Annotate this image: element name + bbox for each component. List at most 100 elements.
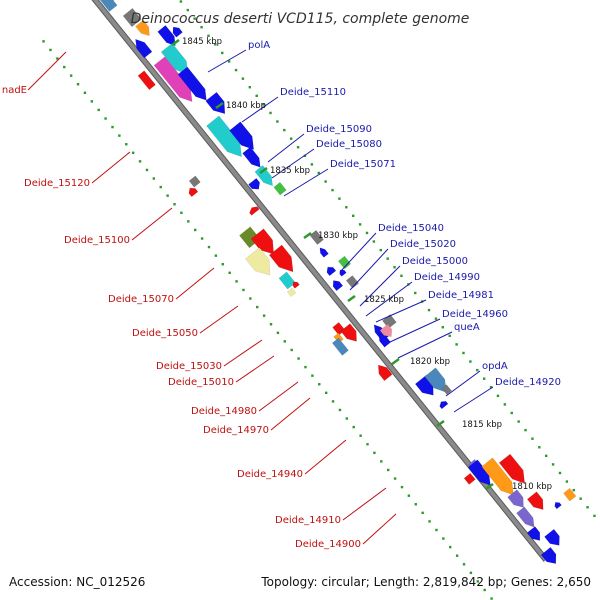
gene-arrow[interactable] bbox=[250, 228, 274, 255]
gene-arrow[interactable] bbox=[481, 457, 514, 496]
gene-arrow[interactable] bbox=[122, 7, 142, 28]
gene-label[interactable]: Deide_14981 bbox=[428, 290, 494, 301]
tick-dot-inner bbox=[338, 408, 342, 412]
gene-arrow[interactable] bbox=[278, 271, 296, 290]
gene-arrow[interactable] bbox=[135, 19, 150, 37]
tick-dot-inner bbox=[442, 537, 445, 540]
gene-arrow[interactable] bbox=[319, 247, 329, 258]
gene-arrow[interactable] bbox=[273, 181, 287, 196]
leader-line-red bbox=[27, 51, 67, 91]
gene-arrow[interactable] bbox=[286, 287, 297, 297]
gene-label[interactable]: Deide_14980 bbox=[191, 406, 257, 417]
gene-label[interactable]: Deide_15020 bbox=[390, 239, 456, 250]
gene-arrow[interactable] bbox=[337, 255, 352, 270]
gene-arrow[interactable] bbox=[526, 491, 544, 510]
tick-dot-inner bbox=[359, 434, 362, 437]
gene-arrow[interactable] bbox=[205, 91, 226, 115]
tick-dot-inner bbox=[214, 254, 218, 257]
gene-arrow[interactable] bbox=[441, 384, 452, 395]
gene-label[interactable]: Deide_15080 bbox=[316, 139, 382, 150]
gene-arrow[interactable] bbox=[507, 489, 524, 508]
gene-arrow[interactable] bbox=[424, 367, 447, 393]
tick-dot-inner bbox=[290, 348, 293, 352]
gene-label[interactable]: Deide_15070 bbox=[108, 294, 174, 305]
tick-dot-inner bbox=[49, 48, 52, 52]
gene-arrow[interactable] bbox=[309, 229, 324, 245]
gene-label[interactable]: Deide_15040 bbox=[378, 223, 444, 234]
gene-label[interactable]: Deide_15030 bbox=[156, 361, 222, 372]
gene-label[interactable]: Deide_14910 bbox=[275, 515, 341, 526]
kbp-tick-mark bbox=[259, 166, 268, 175]
gene-arrow[interactable] bbox=[248, 177, 260, 190]
tick-dot-inner bbox=[104, 117, 107, 120]
gene-arrow[interactable] bbox=[378, 333, 392, 348]
gene-arrow[interactable] bbox=[439, 401, 449, 410]
gene-label[interactable]: Deide_15010 bbox=[168, 377, 234, 388]
gene-label[interactable]: Deide_15050 bbox=[132, 328, 198, 339]
gene-arrow[interactable] bbox=[229, 121, 254, 150]
gene-arrow[interactable] bbox=[554, 502, 562, 510]
tick-dot-inner bbox=[283, 340, 287, 343]
gene-arrow[interactable] bbox=[135, 38, 153, 59]
gene-arrow[interactable] bbox=[544, 528, 560, 546]
kbp-tick-mark bbox=[171, 38, 180, 47]
gene-arrow[interactable] bbox=[188, 187, 199, 198]
gene-label[interactable]: Deide_14900 bbox=[295, 539, 361, 550]
gene-arrow[interactable] bbox=[254, 165, 273, 187]
tick-dot-outer bbox=[324, 180, 327, 183]
leader-line-red bbox=[131, 207, 173, 241]
topology-text: Topology: circular; Length: 2,819,842 bp… bbox=[260, 575, 591, 589]
tick-dot-outer bbox=[331, 188, 334, 192]
gene-label[interactable]: nadE bbox=[2, 85, 27, 96]
gene-label[interactable]: Deide_15120 bbox=[24, 178, 90, 189]
gene-arrow[interactable] bbox=[516, 506, 535, 528]
tick-dot-inner bbox=[435, 528, 438, 532]
gene-label[interactable]: Deide_15090 bbox=[306, 124, 372, 135]
gene-arrow[interactable] bbox=[378, 364, 393, 382]
gene-label[interactable]: Deide_14970 bbox=[203, 425, 269, 436]
gene-arrow[interactable] bbox=[463, 472, 476, 485]
gene-label[interactable]: Deide_15071 bbox=[330, 159, 396, 170]
gene-arrow[interactable] bbox=[188, 175, 201, 188]
gene-label[interactable]: Deide_15100 bbox=[64, 235, 130, 246]
gene-arrow[interactable] bbox=[245, 247, 271, 276]
kbp-tick-mark bbox=[485, 482, 494, 491]
gene-arrow[interactable] bbox=[99, 0, 118, 12]
gene-label[interactable]: opdA bbox=[482, 361, 508, 372]
gene-arrow[interactable] bbox=[157, 25, 176, 47]
tick-dot-inner bbox=[400, 485, 404, 489]
gene-arrow[interactable] bbox=[292, 281, 300, 289]
gene-arrow[interactable] bbox=[177, 66, 207, 101]
tick-dot-inner bbox=[187, 220, 190, 223]
gene-arrow[interactable] bbox=[137, 70, 156, 91]
gene-arrow[interactable] bbox=[345, 275, 360, 289]
gene-label[interactable]: Deide_14990 bbox=[414, 272, 480, 283]
tick-dot-inner bbox=[352, 425, 355, 429]
gene-arrow[interactable] bbox=[526, 526, 541, 541]
gene-arrow[interactable] bbox=[498, 453, 525, 484]
gene-label[interactable]: Deide_15000 bbox=[402, 256, 468, 267]
gene-label[interactable]: Deide_14960 bbox=[442, 309, 508, 320]
gene-arrow[interactable] bbox=[563, 487, 577, 502]
gene-arrow[interactable] bbox=[172, 26, 183, 38]
gene-label[interactable]: polA bbox=[248, 40, 270, 51]
tick-dot-outer bbox=[276, 120, 279, 123]
tick-dot-outer bbox=[545, 454, 548, 458]
tick-dot-outer bbox=[469, 360, 472, 363]
gene-label[interactable]: Deide_14940 bbox=[237, 469, 303, 480]
tick-dot-inner bbox=[366, 443, 369, 446]
gene-arrow[interactable] bbox=[379, 323, 393, 337]
gene-label[interactable]: Deide_14920 bbox=[495, 377, 561, 388]
gene-arrow[interactable] bbox=[326, 266, 337, 277]
gene-arrow[interactable] bbox=[332, 280, 344, 292]
gene-label[interactable]: Deide_15110 bbox=[280, 87, 346, 98]
gene-arrow[interactable] bbox=[331, 337, 349, 356]
tick-dot-inner bbox=[90, 100, 94, 103]
gene-arrow[interactable] bbox=[249, 206, 260, 216]
gene-arrow[interactable] bbox=[242, 146, 261, 168]
gene-arrow[interactable] bbox=[268, 244, 294, 273]
tick-dot-outer bbox=[352, 214, 355, 218]
gene-arrow[interactable] bbox=[340, 323, 357, 342]
gene-label[interactable]: queA bbox=[454, 322, 480, 333]
gene-arrow[interactable] bbox=[540, 546, 557, 564]
